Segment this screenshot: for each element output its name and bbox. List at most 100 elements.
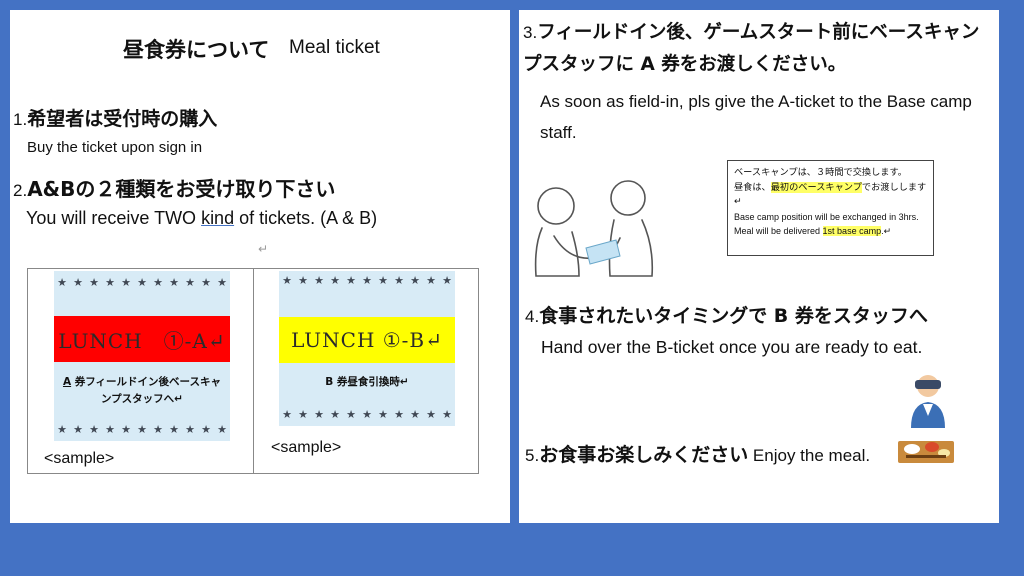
left-slide-panel: 昼食券について Meal ticket 1.希望者は受付時の購入 Buy the…	[10, 10, 510, 523]
star-icon: ★	[314, 408, 324, 421]
star-icon: ★	[394, 274, 404, 287]
ticket-a-note: A 券フィールドイン後ベースキャンプスタッフへ↵	[58, 374, 226, 408]
sample-label-b: <sample>	[271, 439, 342, 456]
handover-illustration	[534, 180, 654, 277]
title-english: Meal ticket	[289, 37, 380, 58]
star-icon: ★	[153, 276, 163, 289]
section2-heading-text: A&Bの２種類をお受け取り下さい	[27, 177, 336, 201]
meal-tray-icon	[898, 441, 954, 463]
section2-english-part1: You will receive TWO	[26, 208, 202, 228]
basecamp-jp-line2-after: でお渡しします↵	[734, 181, 927, 208]
sample-ticket-table: ★ ★ ★ ★ ★ ★ ★ ★ ★ ★ ★ LUNCH ①-A↵ A 券フィールドイン後ベースキャン…	[27, 268, 479, 474]
section5-number: 5.	[525, 446, 540, 465]
star-icon: ★	[57, 276, 67, 289]
section3-english: As soon as field-in, pls give the A-tick…	[540, 92, 972, 142]
star-icon: ★	[298, 408, 308, 421]
star-icon: ★	[362, 408, 372, 421]
basecamp-en-after: .↵	[881, 226, 892, 236]
star-icon: ★	[137, 276, 147, 289]
basecamp-notice-box: ベースキャンプは、３時間で交換します。 昼食は、最初のベースキャンプでお渡ししま…	[727, 160, 934, 256]
section3-heading: 3.フィールドイン後、ゲームスタート前にベースキャンプスタッフに A 券をお渡し…	[523, 17, 993, 81]
table-divider	[253, 269, 254, 473]
star-icon: ★	[394, 408, 404, 421]
star-icon: ★	[330, 408, 340, 421]
star-row-top: ★ ★ ★ ★ ★ ★ ★ ★ ★ ★ ★	[54, 276, 230, 290]
star-icon: ★	[378, 274, 388, 287]
star-icon: ★	[282, 408, 292, 421]
person-vr-headset-icon	[911, 375, 945, 428]
section2-english-kind: kind	[201, 208, 235, 228]
section5-english: Enjoy the meal.	[748, 446, 871, 465]
basecamp-jp-line2: 昼食は、最初のベースキャンプでお渡しします↵	[734, 181, 927, 210]
section5-heading: 5.お食事お楽しみください Enjoy the meal.	[525, 440, 870, 467]
star-row-top: ★ ★ ★ ★ ★ ★ ★ ★ ★ ★ ★	[279, 274, 455, 288]
star-icon: ★	[185, 423, 195, 436]
star-row-bottom: ★ ★ ★ ★ ★ ★ ★ ★ ★ ★ ★	[54, 423, 230, 437]
star-icon: ★	[330, 274, 340, 287]
star-icon: ★	[362, 274, 372, 287]
star-icon: ★	[57, 423, 67, 436]
star-icon: ★	[410, 274, 420, 287]
ticket-a-note-text: 券フィールドイン後ベースキャンプスタッフへ↵	[71, 376, 222, 405]
section1-heading-text: 希望者は受付時の購入	[27, 108, 218, 130]
star-icon: ★	[410, 408, 420, 421]
star-icon: ★	[105, 423, 115, 436]
star-icon: ★	[217, 276, 227, 289]
section4-heading: 4.食事されたいタイミングで B 券をスタッフへ	[525, 301, 928, 328]
star-icon: ★	[73, 423, 83, 436]
section1-number: 1.	[13, 110, 28, 129]
section4-heading-text: 食事されたいタイミングで B 券をスタッフへ	[539, 305, 928, 327]
ticket-b-band: LUNCH ①-B↵	[279, 317, 455, 363]
star-icon: ★	[89, 276, 99, 289]
ticket-a-sample: ★ ★ ★ ★ ★ ★ ★ ★ ★ ★ ★ LUNCH ①-A↵ A 券フィールドイン後ベースキャン…	[54, 271, 230, 441]
star-icon: ★	[121, 423, 131, 436]
section1-heading: 1.希望者は受付時の購入	[13, 104, 217, 131]
star-icon: ★	[298, 274, 308, 287]
star-icon: ★	[169, 423, 179, 436]
basecamp-en-text: Base camp position will be exchanged in …	[734, 211, 919, 237]
section2-number: 2.	[13, 181, 28, 200]
basecamp-en-highlight: 1st base camp	[822, 226, 882, 236]
title-japanese: 昼食券について	[123, 38, 270, 62]
star-icon: ★	[282, 274, 292, 287]
star-icon: ★	[442, 274, 452, 287]
star-icon: ★	[89, 423, 99, 436]
star-icon: ★	[201, 423, 211, 436]
star-icon: ★	[314, 274, 324, 287]
section2-english: You will receive TWO kind of tickets. (A…	[26, 208, 377, 229]
star-icon: ★	[105, 276, 115, 289]
section1-english: Buy the ticket upon sign in	[27, 139, 203, 156]
section2-english-part2: of tickets. (A & B)	[234, 208, 378, 228]
section2-heading: 2.A&Bの２種類をお受け取り下さい	[13, 173, 335, 202]
return-mark: ↵	[258, 242, 269, 256]
section4-english: Hand over the B-ticket once you are read…	[541, 337, 923, 357]
star-icon: ★	[185, 276, 195, 289]
star-icon: ★	[137, 423, 147, 436]
star-icon: ★	[169, 276, 179, 289]
section5-heading-text: お食事お楽しみください	[539, 444, 749, 466]
star-icon: ★	[201, 276, 211, 289]
star-icon: ★	[73, 276, 83, 289]
star-icon: ★	[153, 423, 163, 436]
sample-label-a: <sample>	[44, 450, 115, 467]
star-icon: ★	[217, 423, 227, 436]
section3-number: 3.	[523, 23, 538, 42]
star-icon: ★	[346, 408, 356, 421]
star-row-bottom: ★ ★ ★ ★ ★ ★ ★ ★ ★ ★ ★	[279, 408, 455, 422]
star-icon: ★	[346, 274, 356, 287]
star-icon: ★	[426, 408, 436, 421]
ticket-a-band: LUNCH ①-A↵	[54, 316, 230, 362]
ticket-a-note-prefix: A	[62, 376, 72, 388]
ticket-b-note: B 券昼食引換時↵	[325, 376, 409, 388]
star-icon: ★	[426, 274, 436, 287]
star-icon: ★	[121, 276, 131, 289]
section3-heading-text: フィールドイン後、ゲームスタート前にベースキャンプスタッフに A 券をお渡しくだ…	[523, 22, 980, 75]
right-slide-panel: 3.フィールドイン後、ゲームスタート前にベースキャンプスタッフに A 券をお渡し…	[519, 10, 999, 523]
star-icon: ★	[442, 408, 452, 421]
ticket-b-sample: ★★★★★★★★★★★ LUNCH ①-B↵ B 券昼食引換時↵ ★★★★★★★…	[279, 271, 455, 426]
basecamp-jp-line1: ベースキャンプは、３時間で交換します。	[734, 167, 907, 178]
basecamp-jp-highlight: 最初のベースキャンプ	[770, 181, 862, 193]
section4-number: 4.	[525, 307, 540, 326]
basecamp-jp-line2-before: 昼食は、	[734, 181, 771, 193]
star-icon: ★	[378, 408, 388, 421]
